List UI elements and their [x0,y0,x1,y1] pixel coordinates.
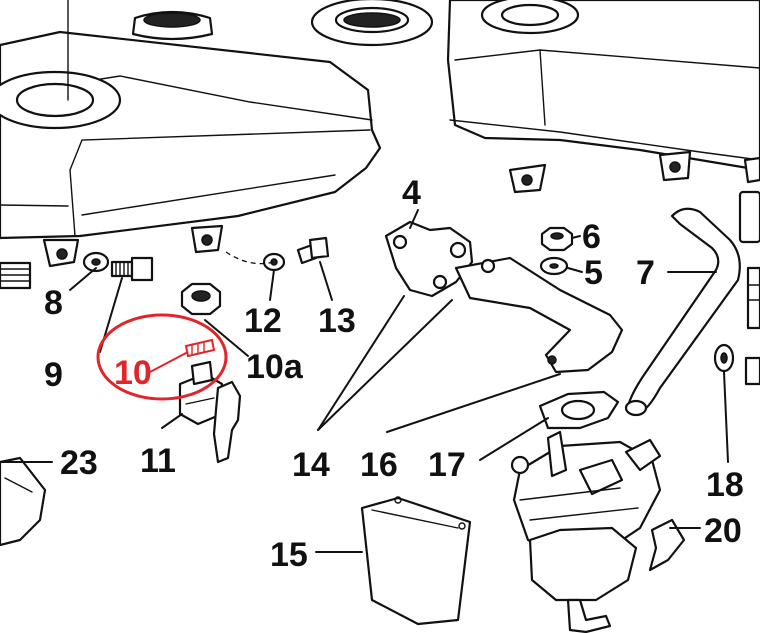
callout-20: 20 [704,512,742,550]
part-13-bolt [296,236,330,265]
part-17-gasket [538,390,620,430]
callout-23: 23 [60,444,98,482]
part-10-clip [184,338,216,358]
part-15-cover [360,496,472,626]
callout-11: 11 [140,442,176,480]
callout-9: 9 [44,356,63,394]
right-edge-parts [738,190,760,386]
part-8-washer [82,251,110,273]
callout-8: 8 [44,284,63,322]
highlight-circle [96,313,228,401]
part-10a-nut [180,282,222,316]
callout-14: 14 [292,446,330,484]
part-9-bolt [110,256,154,282]
callout-15: 15 [270,536,308,574]
callout-7: 7 [636,254,655,292]
callout-10a: 10a [246,348,304,386]
callout-5: 5 [584,254,603,292]
callout-10: 10 [114,354,152,392]
tank-lugs-left [42,224,224,268]
part-4-manifold [384,220,624,374]
callout-4: 4 [402,174,421,212]
dashed-connector [225,251,275,265]
fuel-tank-right [446,0,760,194]
callout-13: 13 [318,302,356,340]
part-5-washer [539,256,569,276]
leader-lines [0,209,729,553]
callout-6: 6 [582,218,601,256]
callout-12: 12 [244,302,282,340]
fuel-tank-left [0,0,382,240]
part-12-washer [262,252,286,272]
callout-17: 17 [428,446,466,484]
part-23-elbow [0,456,47,547]
part-18-washer [713,343,735,373]
filler-cap [310,0,434,47]
part-20-carburettor [510,430,686,633]
highlight-pointer [149,351,189,373]
part-11-fuel-tap [178,360,242,464]
grille-left [0,261,32,290]
callout-16: 16 [360,446,398,484]
part-6-nut [540,226,574,252]
callout-18: 18 [706,466,744,504]
part-7-hose [624,207,741,417]
